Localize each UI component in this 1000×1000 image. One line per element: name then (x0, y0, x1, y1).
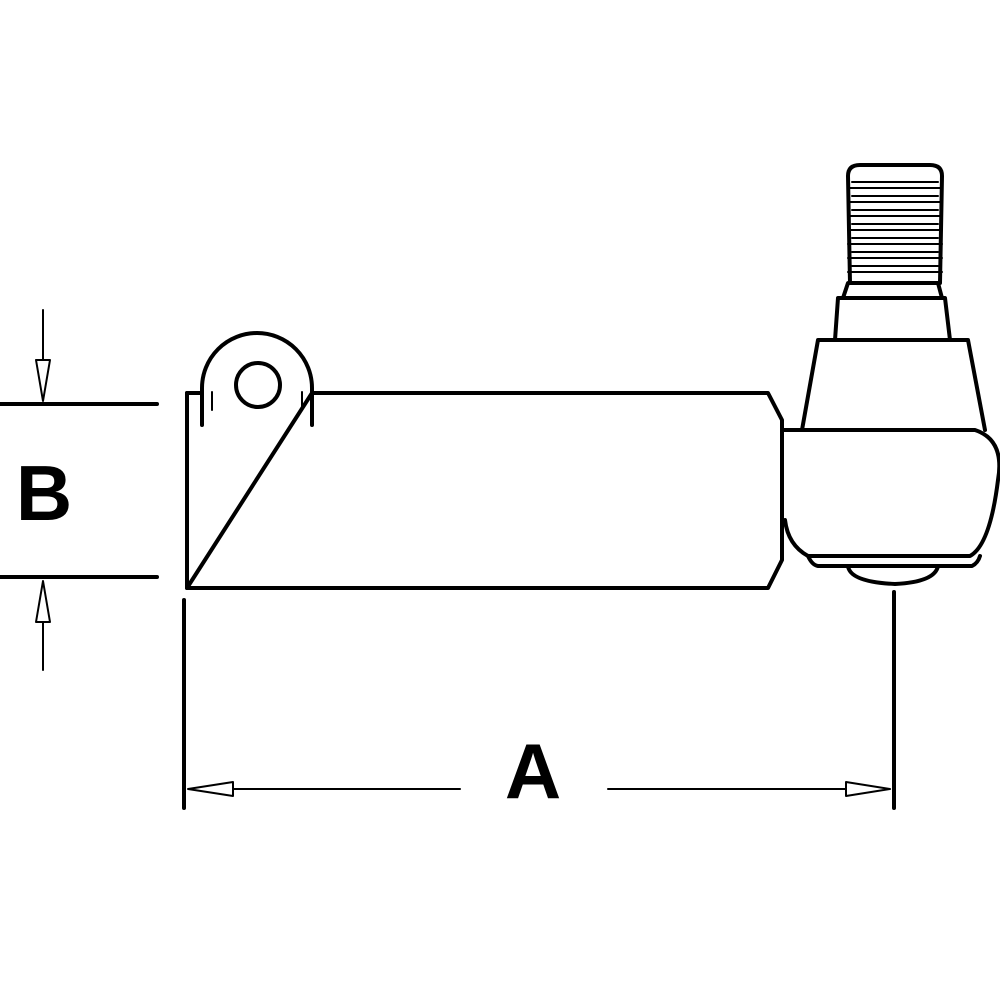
tube-body (185, 391, 784, 590)
dimension-a-label: A (505, 727, 561, 815)
mounting-eye-tab (200, 331, 314, 427)
socket-bottom-dome (846, 564, 940, 586)
dimension-b: B (0, 309, 159, 671)
stud-neck (833, 281, 952, 342)
tie-rod-end-part (185, 163, 1000, 590)
eye-hole (234, 361, 282, 409)
b-arrow-bottom (35, 580, 51, 671)
ball-socket-housing (780, 338, 1000, 586)
a-arrow-right (607, 781, 891, 797)
threaded-stud (846, 163, 944, 285)
a-arrow-left (187, 781, 461, 797)
dimension-b-label: B (16, 449, 72, 537)
dimension-a: A (182, 590, 896, 815)
b-arrow-top (35, 309, 51, 402)
